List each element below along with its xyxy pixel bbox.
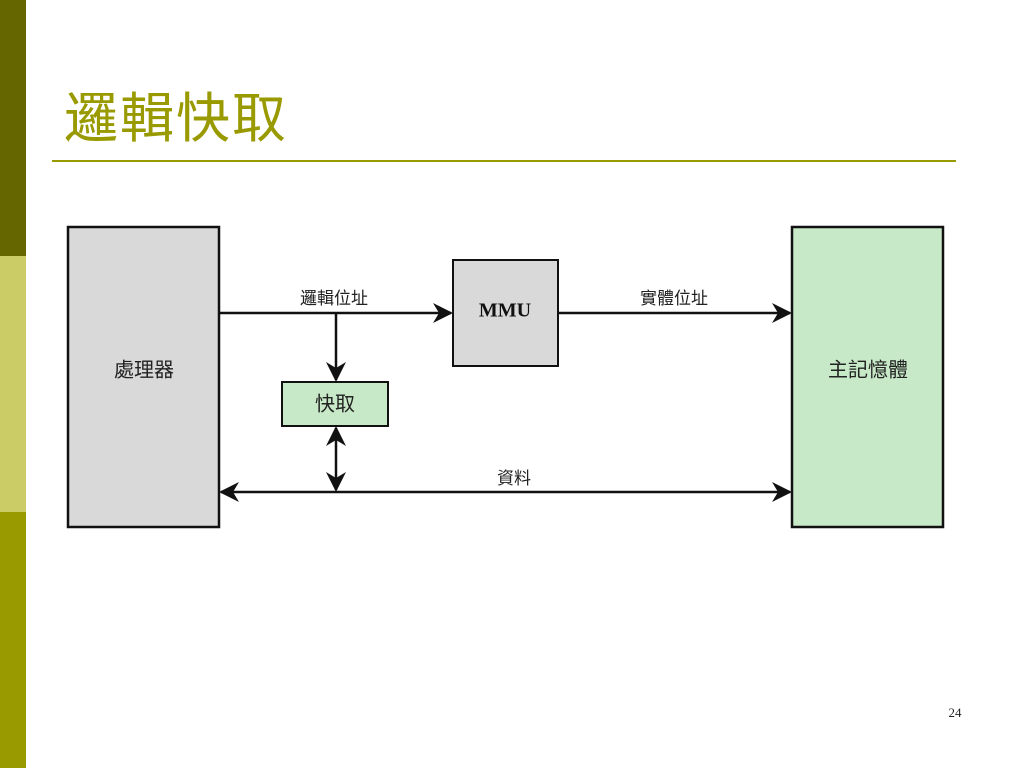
side-bar-bottom	[0, 512, 26, 768]
main-memory-box	[790, 225, 945, 529]
side-bar-middle	[0, 256, 26, 512]
cache-box	[281, 381, 389, 427]
processor-box	[66, 225, 221, 529]
physical-address-label: 實體位址	[640, 289, 708, 309]
title-rule	[52, 160, 956, 162]
logical-address-label: 邏輯位址	[300, 289, 368, 309]
main-memory-label: 主記憶體	[828, 358, 908, 382]
slide-title: 邏輯快取	[64, 87, 288, 150]
page-number: 24	[948, 705, 962, 720]
processor-label: 處理器	[114, 358, 174, 382]
cache-label: 快取	[315, 392, 355, 416]
side-bar-top	[0, 0, 26, 256]
mmu-label: MMU	[479, 300, 531, 322]
data-label: 資料	[497, 469, 531, 489]
